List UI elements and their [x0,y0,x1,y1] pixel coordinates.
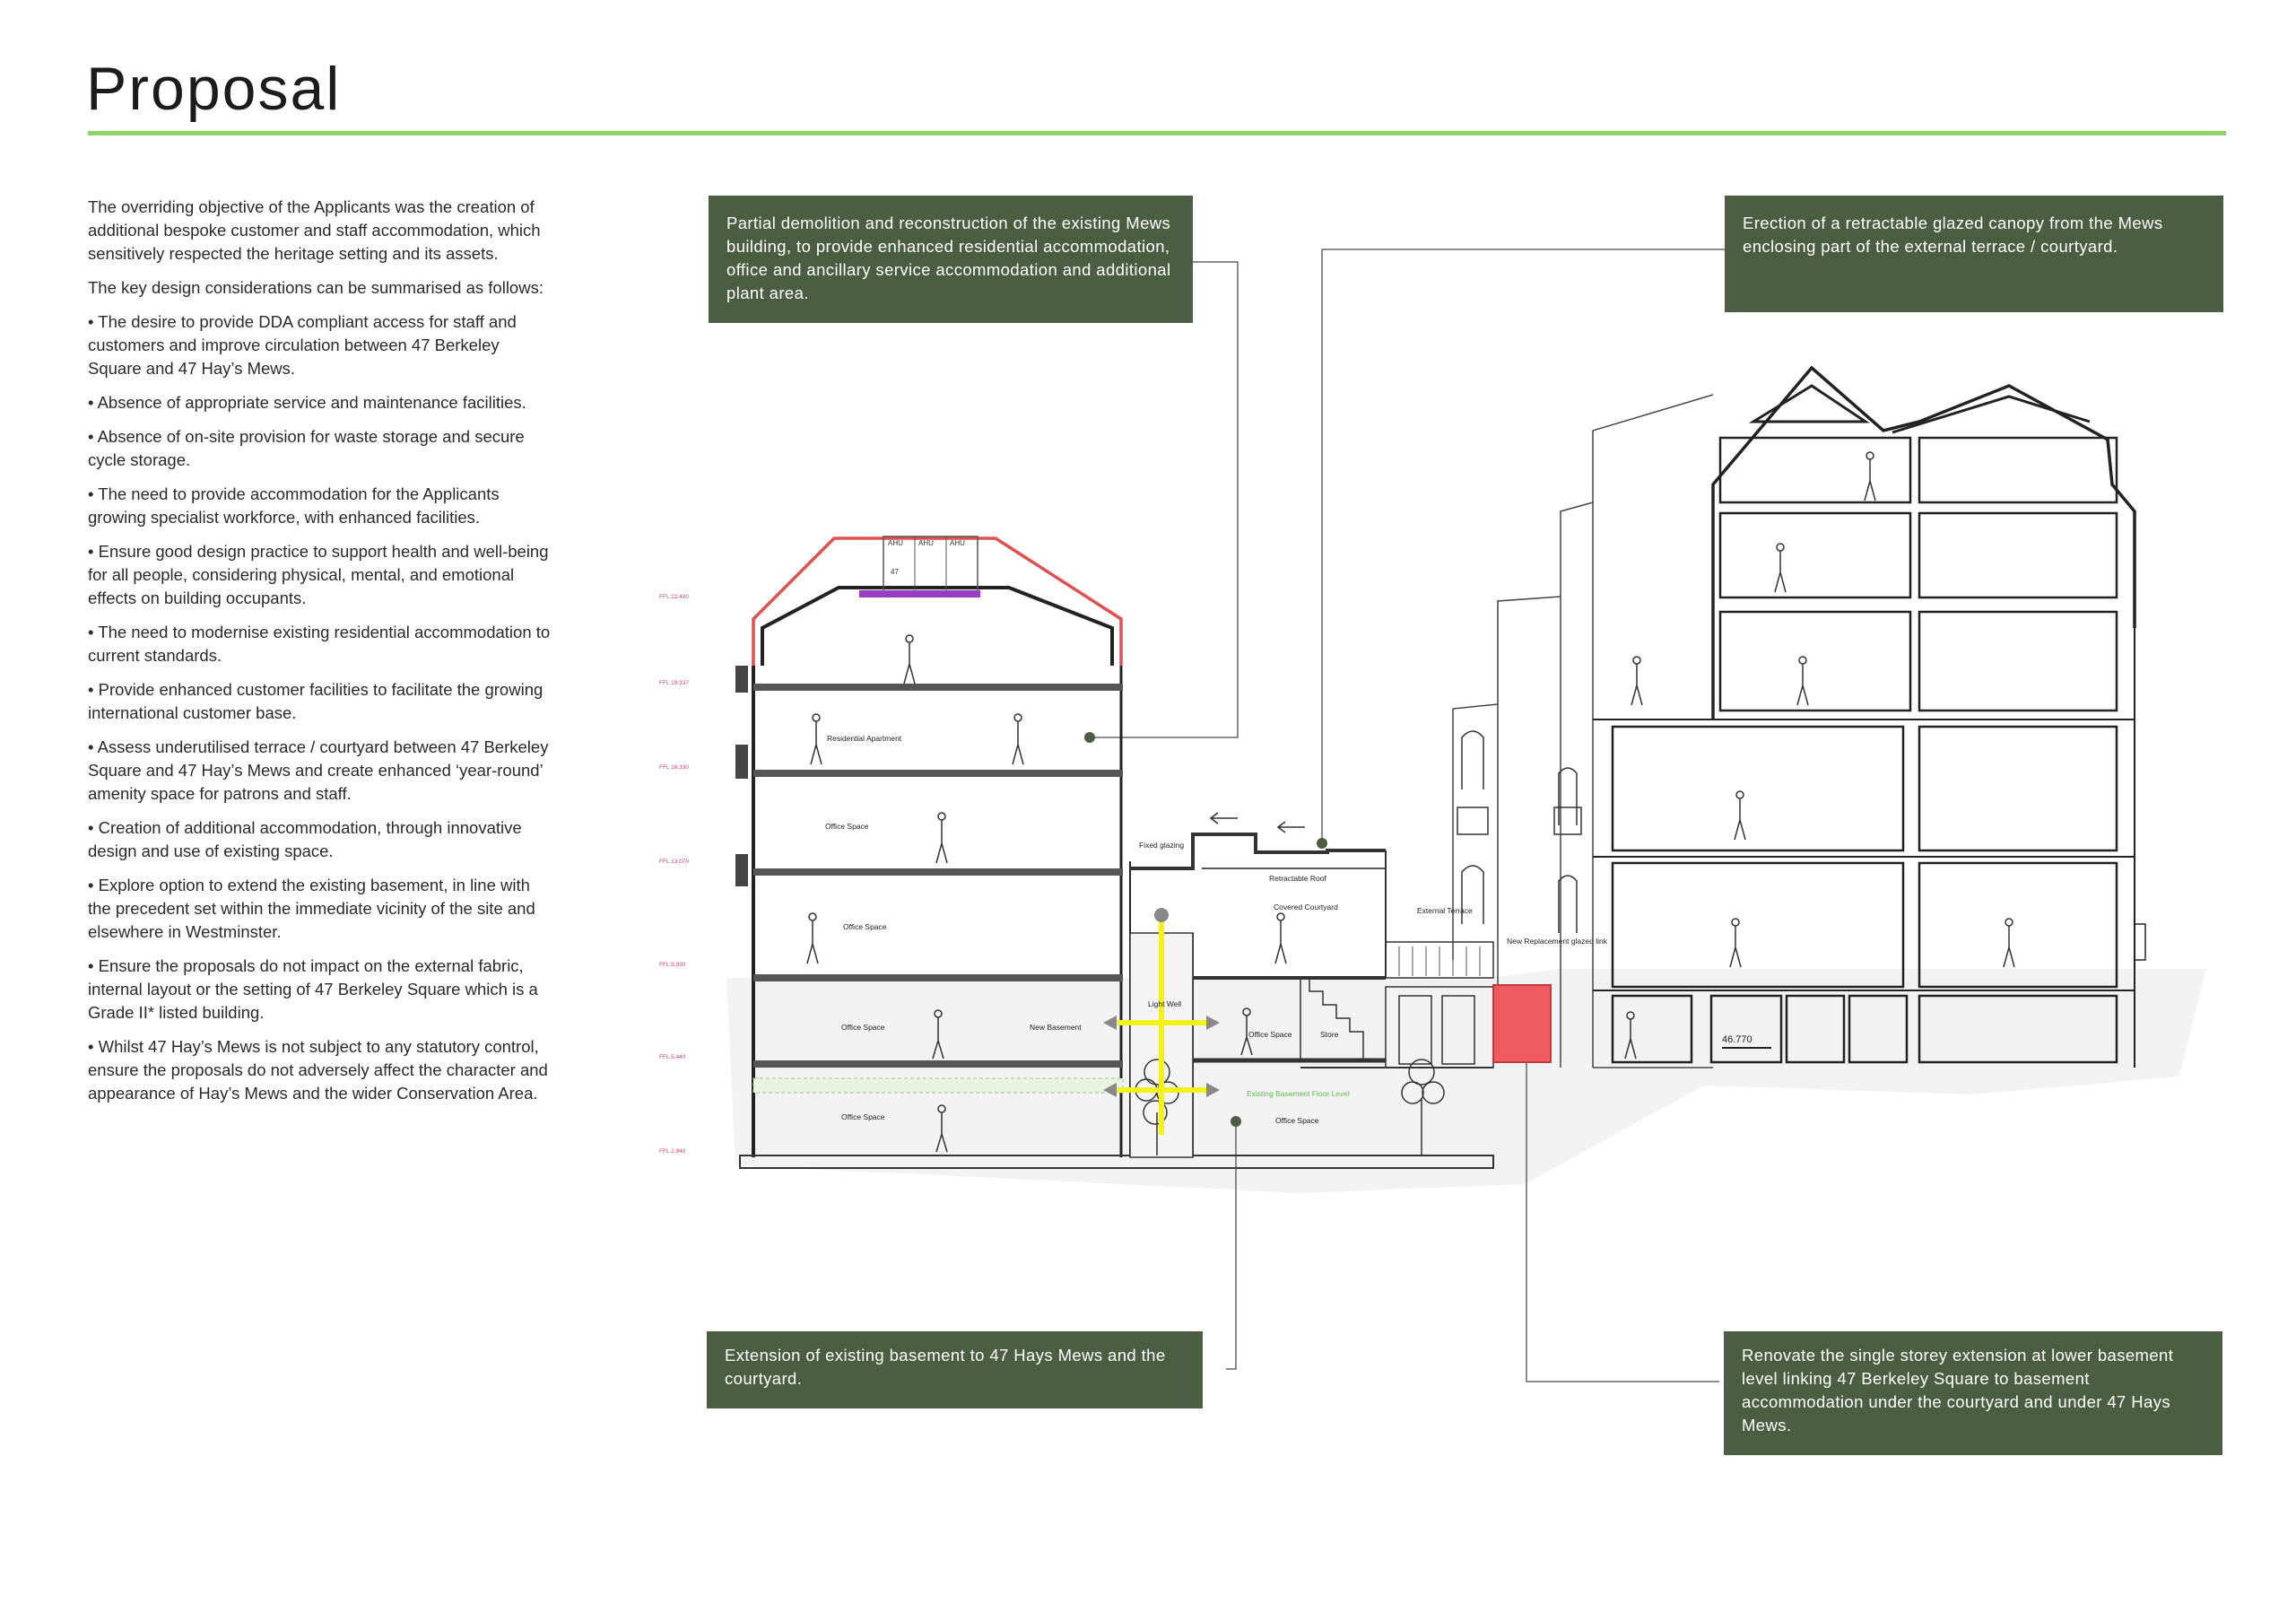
level-tag: FFL 16.330 [659,764,689,771]
intro-bullet: • Absence of on-site provision for waste… [88,427,525,469]
room-label-office: Office Space [1275,1116,1319,1125]
room-label-office: Office Space [841,1112,885,1121]
intro-bullet: • Absence of appropriate service and mai… [88,393,526,412]
callout-text: Extension of existing basement to 47 Hay… [725,1346,1166,1388]
room-label-residential: Residential Apartment [827,734,902,743]
circulation-node [1154,908,1169,922]
room-label-new-basement: New Basement [1030,1023,1082,1032]
room-label-office: Office Space [1248,1030,1292,1039]
level-tag: FFL 2.940 [659,1148,686,1155]
intro-bullet: • Assess underutilised terrace / courtya… [88,737,549,803]
callout-canopy: Erection of a retractable glazed canopy … [1725,196,2223,312]
intro-bullet: • Ensure the proposals do not impact on … [88,956,538,1022]
level-tag: FFL 13.070 [659,859,689,865]
intro-bullet: • The need to modernise existing residen… [88,623,551,665]
callout-text: Erection of a retractable glazed canopy … [1743,214,2163,256]
intro-bullet: • The desire to provide DDA compliant ac… [88,312,517,378]
page-title: Proposal [86,55,342,123]
callout-basement: Extension of existing basement to 47 Hay… [707,1331,1203,1408]
room-label-retractable-roof: Retractable Roof [1269,874,1326,883]
leader-line-basement [1226,1121,1237,1370]
callout-renovate: Renovate the single storey extension at … [1724,1331,2222,1455]
leader-dot [1317,838,1327,849]
room-label-new-link: New Replacement glazed link [1507,937,1608,946]
leader-line-canopy [1321,249,1725,843]
intro-bullet: • Ensure good design practice to support… [88,542,549,607]
level-tag: FFL 5.440 [659,1054,686,1060]
roof-number: 47 [891,568,899,576]
intro-bullet: • Provide enhanced customer facilities t… [88,680,544,722]
existing-basement-level-label: Existing Basement Floor Level [1247,1089,1350,1098]
room-label-external-terrace: External Terrace [1417,906,1473,915]
title-divider [88,131,2226,135]
leader-line-demolition [1090,261,1239,738]
room-label-store: Store [1320,1030,1339,1039]
level-tag: FFL 22.480 [659,594,689,600]
callout-text: Partial demolition and reconstruction of… [726,214,1171,302]
ahu-label: AHU [950,539,965,547]
room-label-office: Office Space [825,822,869,831]
room-label-office: Office Space [841,1023,885,1032]
courtyard-section: Fixed glazing Retractable Roof Covered C… [1103,812,1608,1158]
level-tag: FFL 9.930 [659,962,686,968]
callout-demolition: Partial demolition and reconstruction of… [709,196,1193,323]
intro-text: The overriding objective of the Applican… [88,196,554,1116]
roof-structure [761,586,1114,666]
ahu-label: AHU [888,539,903,547]
berkeley-square-building: 46.770 [1398,365,2146,1068]
retractable-roof [1130,833,1386,870]
terrace-balustrade [1385,941,1494,979]
mews-building: AHU AHU AHU 47 Residential Apartmen [735,536,1494,1169]
room-label-covered-courtyard: Covered Courtyard [1274,903,1338,911]
level-marker: 46.770 [1722,1034,1752,1045]
glazed-link [1492,984,1552,1063]
intro-paragraph: The overriding objective of the Applican… [88,197,541,263]
level-tag: FFL 19.337 [659,680,689,686]
intro-bullet: • Explore option to extend the existing … [88,876,535,941]
intro-bullet: • The need to provide accommodation for … [88,484,500,527]
leader-dot [1084,732,1095,743]
room-label-office: Office Space [843,922,887,931]
callout-text: Renovate the single storey extension at … [1742,1346,2174,1435]
room-label-light-well: Light Well [1148,999,1181,1008]
leader-dot [1231,1116,1241,1127]
level-tags: FFL 22.480 FFL 19.337 FFL 16.330 FFL 13.… [659,594,689,1155]
intro-bullet: • Whilst 47 Hay’s Mews is not subject to… [88,1037,548,1103]
ground-hatch [726,969,2206,1193]
basement-slab [739,1155,1494,1169]
intro-paragraph: The key design considerations can be sum… [88,278,544,297]
circulation-route [1117,915,1206,1135]
room-label-fixed-glazing: Fixed glazing [1139,841,1184,850]
ahu-label: AHU [918,539,934,547]
leader-line-renovate [1526,1032,1719,1382]
intro-bullet: • Creation of additional accommodation, … [88,818,522,860]
plant-deck [859,590,980,597]
